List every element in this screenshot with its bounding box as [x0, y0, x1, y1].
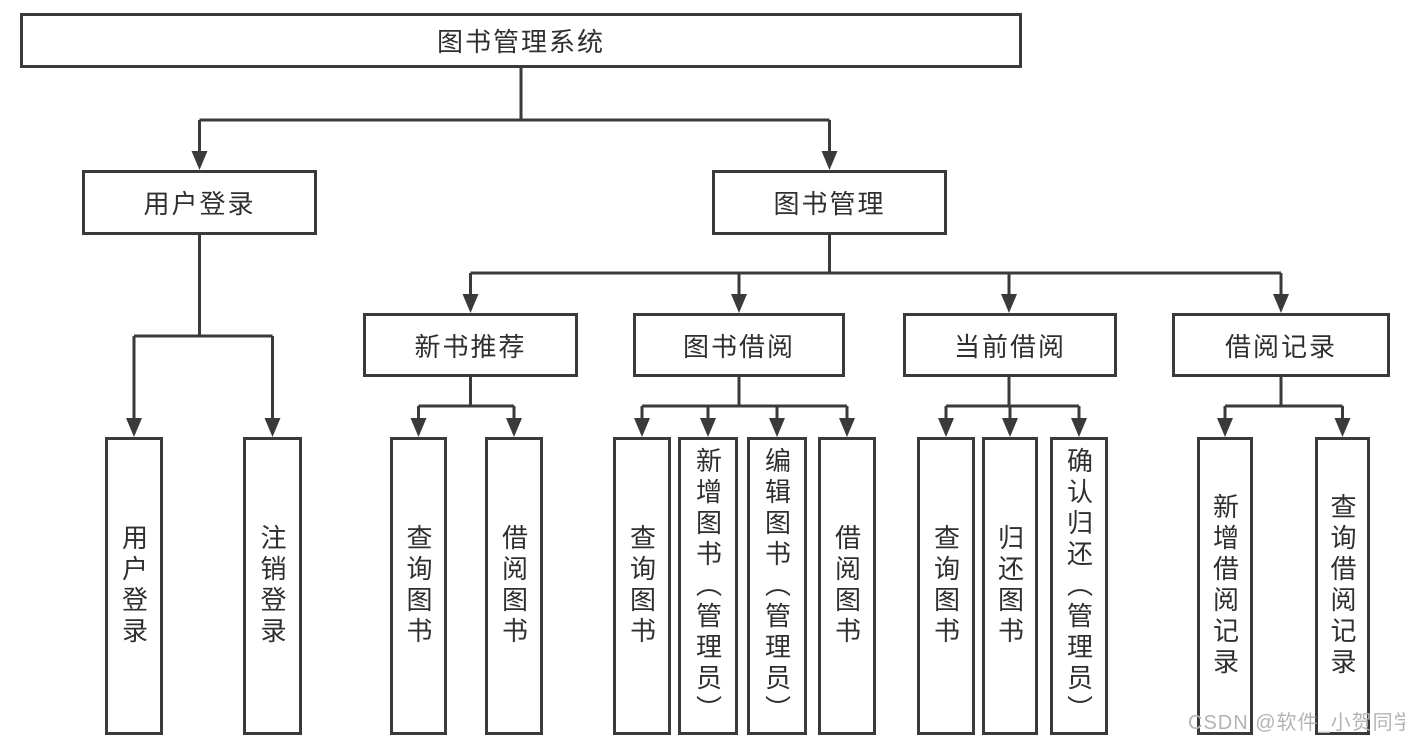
arrowhead	[634, 418, 650, 437]
arrowhead	[1217, 418, 1233, 437]
arrowhead	[938, 418, 954, 437]
arrowhead	[1334, 418, 1351, 437]
connector-mgmt-split	[469, 235, 1283, 295]
csdn-watermark: CSDN @软件_小贺同学	[1188, 712, 1405, 734]
connector-borrow-split	[640, 377, 849, 419]
arrowhead	[410, 418, 427, 437]
arrowhead	[821, 151, 838, 170]
node-current-borrow: 当前借阅	[903, 313, 1117, 377]
leaf-query-books-recommend: 查询图书	[390, 437, 447, 735]
node-book-borrow: 图书借阅	[633, 313, 845, 377]
leaf-query-books-borrow: 查询图书	[613, 437, 671, 735]
node-borrow-records: 借阅记录	[1172, 313, 1390, 377]
leaf-borrow-books: 借阅图书	[818, 437, 876, 735]
leaf-return-book: 归还图书	[982, 437, 1038, 735]
connector-recommend-split	[417, 377, 516, 419]
arrowhead	[1001, 294, 1017, 313]
arrowhead	[126, 418, 142, 437]
connector-login-split	[132, 235, 274, 419]
arrowhead	[506, 418, 522, 437]
arrowhead	[462, 294, 479, 313]
arrowhead	[839, 418, 855, 437]
leaf-query-books-current: 查询图书	[917, 437, 975, 735]
arrowhead	[191, 151, 208, 170]
leaf-add-book-admin: 新增图书（管理员）	[678, 437, 738, 735]
leaf-confirm-return-admin: 确认归还（管理员）	[1050, 437, 1108, 735]
leaf-borrow-books-recommend: 借阅图书	[485, 437, 543, 735]
node-root-system: 图书管理系统	[20, 13, 1022, 68]
node-book-management: 图书管理	[712, 170, 947, 235]
leaf-add-borrow-record: 新增借阅记录	[1197, 437, 1253, 735]
leaf-user-login: 用户登录	[105, 437, 163, 735]
arrowhead	[731, 294, 747, 313]
leaf-query-borrow-record: 查询借阅记录	[1315, 437, 1370, 735]
node-user-login: 用户登录	[82, 170, 317, 235]
connector-root-split	[198, 68, 831, 152]
connector-current-split	[944, 377, 1081, 419]
arrowhead	[264, 418, 281, 437]
arrowhead	[769, 418, 785, 437]
arrowhead	[1002, 418, 1018, 437]
arrowhead	[1273, 294, 1289, 313]
node-new-book-recommend: 新书推荐	[363, 313, 578, 377]
connector-records-split	[1223, 377, 1344, 419]
leaf-edit-book-admin: 编辑图书（管理员）	[747, 437, 807, 735]
leaf-logout: 注销登录	[243, 437, 302, 735]
arrowhead	[1071, 418, 1087, 437]
arrowhead	[700, 418, 716, 437]
